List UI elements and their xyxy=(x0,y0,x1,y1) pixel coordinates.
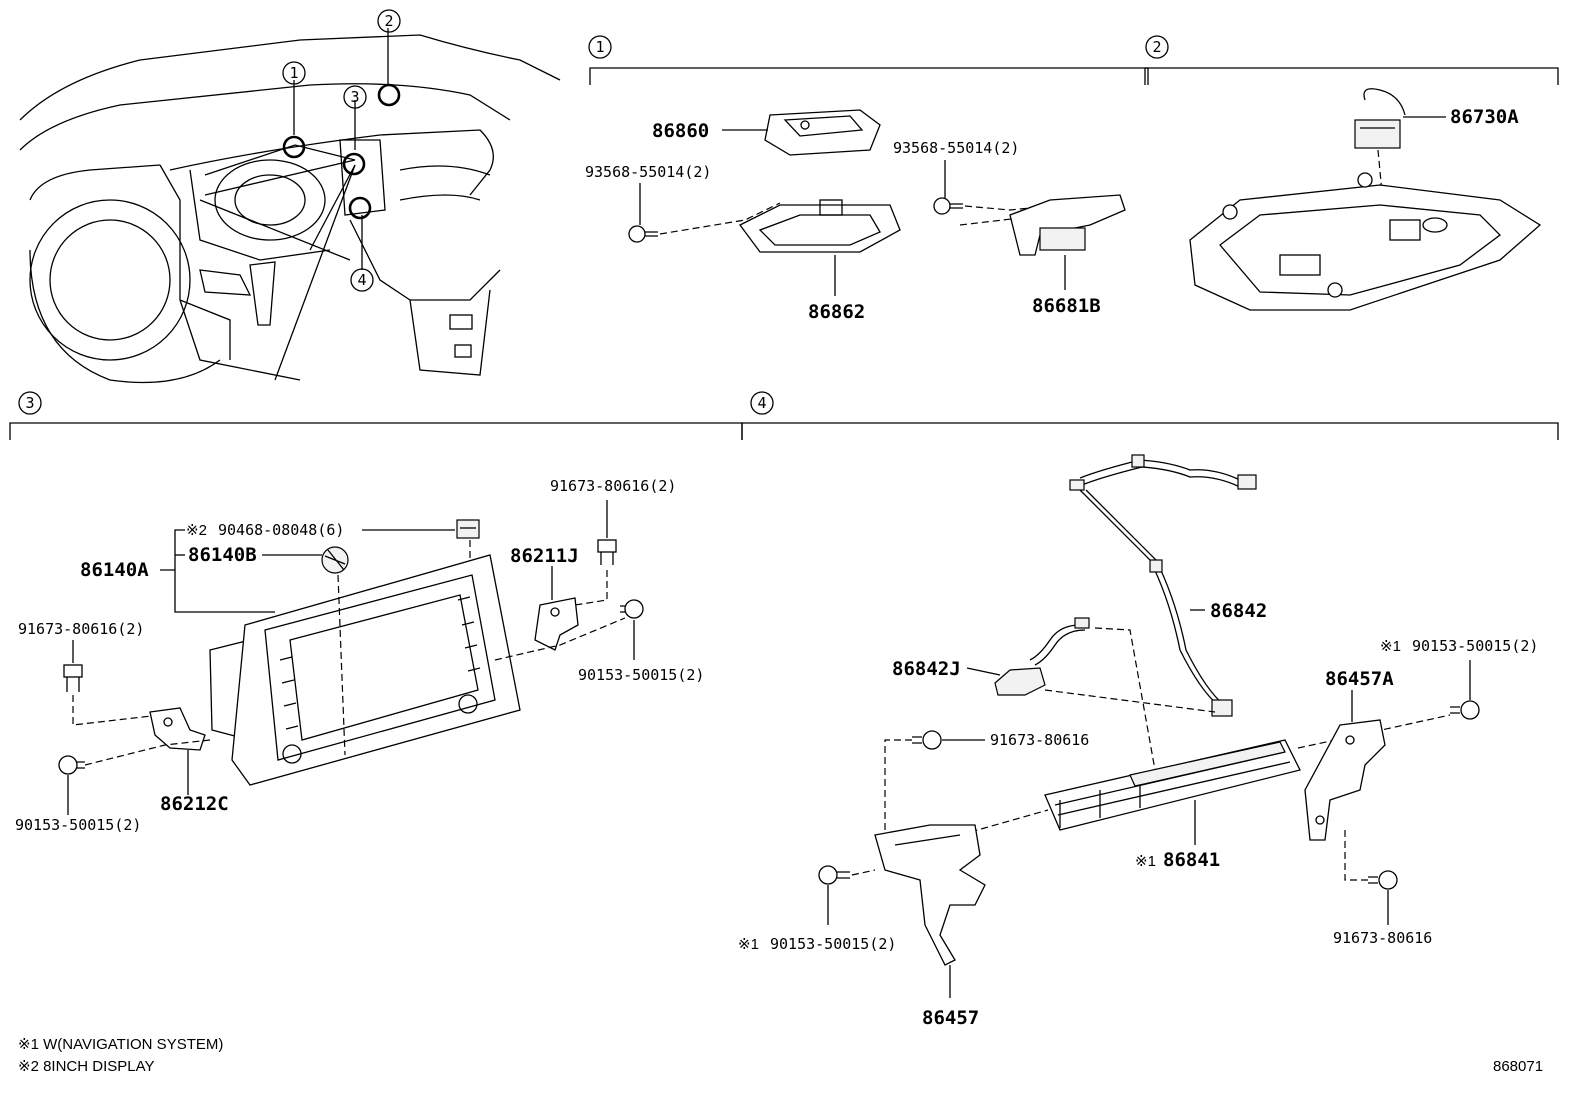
bolt-90153-bottom xyxy=(818,865,850,885)
sensor-86730A xyxy=(1354,88,1406,149)
label-86211J: 86211J xyxy=(510,545,579,567)
footnote-2: ※2 8INCH DISPLAY xyxy=(18,1058,155,1075)
label-86140B: 86140B xyxy=(188,544,257,566)
screw-93568-right xyxy=(933,197,963,215)
section-1: 1 86860 86862 93568-55014(2) xyxy=(585,35,1149,323)
bracket-86457 xyxy=(874,824,986,966)
bolt-90153-right xyxy=(620,599,644,619)
note-mark-1-mid: ※1 xyxy=(1135,853,1156,870)
label-90153-right: 90153-50015(2) xyxy=(578,666,704,684)
screw-93568-left xyxy=(628,225,658,243)
label-86730A: 86730A xyxy=(1450,106,1519,128)
section-4-number: 4 xyxy=(757,394,766,412)
bolt-90153-top xyxy=(1450,700,1480,720)
overview-marker-3: 3 xyxy=(350,88,359,106)
overview-marker-2: 2 xyxy=(384,12,393,30)
label-91673-left: 91673-80616(2) xyxy=(18,620,144,638)
section-3-marker xyxy=(18,391,42,415)
bolt-91673-top xyxy=(597,539,617,565)
label-93568-left: 93568-55014(2) xyxy=(585,163,711,181)
label-86860: 86860 xyxy=(652,120,709,142)
section-3-number: 3 xyxy=(25,394,34,412)
label-86457A: 86457A xyxy=(1325,668,1394,690)
overview-marker-1: 1 xyxy=(289,64,298,82)
section-2: 2 86730A xyxy=(1144,35,1559,311)
harness-86842 xyxy=(1069,454,1257,717)
label-86842J: 86842J xyxy=(892,658,961,680)
label-86457: 86457 xyxy=(922,1007,979,1029)
section-4-marker xyxy=(750,391,774,415)
bracket-86212C xyxy=(149,707,206,751)
bracket-86457A xyxy=(1304,719,1386,841)
bracket-86681B xyxy=(1009,194,1126,256)
unit-86841 xyxy=(1044,739,1301,831)
harness-86842J xyxy=(994,617,1090,696)
label-91673-top: 91673-80616(2) xyxy=(550,477,676,495)
section-1-number: 1 xyxy=(595,38,604,56)
section-1-marker xyxy=(588,35,612,59)
bolt-91673-left xyxy=(63,664,83,692)
label-86841: 86841 xyxy=(1163,849,1220,871)
footnote-1: ※1 W(NAVIGATION SYSTEM) xyxy=(18,1036,223,1053)
section-3: 3 86140A 86140B ※2 xyxy=(9,391,743,834)
label-91673-b: 91673-80616 xyxy=(1333,929,1432,947)
diagram-id: 868071 xyxy=(1493,1058,1543,1075)
note-mark-2: ※2 xyxy=(186,522,207,539)
note-mark-1-top: ※1 xyxy=(1380,638,1401,655)
label-86681B: 86681B xyxy=(1032,295,1101,317)
label-91673-a: 91673-80616 xyxy=(990,731,1089,749)
overhead-console xyxy=(1189,172,1542,311)
label-86212C: 86212C xyxy=(160,793,229,815)
bracket-86862 xyxy=(739,199,901,253)
knob-86140B xyxy=(321,546,349,574)
label-86862: 86862 xyxy=(808,301,865,323)
overview-illustration: 1 2 3 4 xyxy=(19,9,561,384)
ecu-86860 xyxy=(764,109,881,156)
overview-marker-4: 4 xyxy=(357,271,366,289)
bolt-91673-b xyxy=(1368,870,1398,890)
bolt-90153-left xyxy=(58,755,85,775)
label-90153-left: 90153-50015(2) xyxy=(15,816,141,834)
section-2-marker xyxy=(1145,35,1169,59)
label-93568-right: 93568-55014(2) xyxy=(893,139,1019,157)
bracket-86211J xyxy=(534,597,579,651)
label-86140A: 86140A xyxy=(80,559,149,581)
clip-90468 xyxy=(456,519,480,539)
section-2-number: 2 xyxy=(1152,38,1161,56)
label-90153-bottom: 90153-50015(2) xyxy=(770,935,896,953)
bolt-91673-a xyxy=(912,730,942,750)
label-90153-top: 90153-50015(2) xyxy=(1412,637,1538,655)
label-90468: 90468-08048(6) xyxy=(218,521,344,539)
label-86842: 86842 xyxy=(1210,600,1267,622)
section-4: 4 86842 86842J xyxy=(738,391,1559,1029)
note-mark-1-bottom: ※1 xyxy=(738,936,759,953)
display-86140A xyxy=(209,554,521,786)
